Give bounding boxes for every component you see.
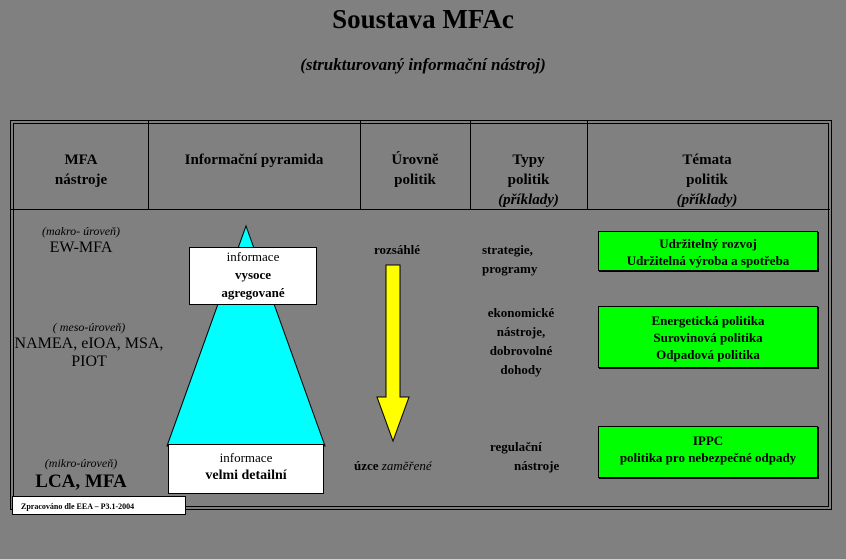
type-line: nástroje, xyxy=(496,324,546,339)
theme-box-1: Udržitelný rozvoj Udržitelná výroba a sp… xyxy=(598,231,818,271)
header-pyramid: Informační pyramida xyxy=(148,150,360,170)
policy-type-2: ekonomické nástroje, dobrovolné dohody xyxy=(476,303,566,379)
theme-line: Surovinová politika xyxy=(653,330,763,345)
slide-subtitle: (strukturovaný informační nástroj) xyxy=(300,55,546,74)
tool-names: NAMEA, eIOA, MSA, xyxy=(14,335,164,352)
level-narrow-word: zaměřené xyxy=(381,458,432,473)
policy-type-1: strategie, programy xyxy=(482,240,537,278)
theme-line: Energetická politika xyxy=(651,313,765,328)
theme-line: IPPC xyxy=(692,433,724,448)
box-line: informace xyxy=(226,249,280,264)
column-divider xyxy=(360,120,361,210)
policy-type-3: regulační nástroje xyxy=(490,437,559,475)
micro-level: (mikro-úroveň) LCA, MFA xyxy=(14,456,148,493)
type-line: dobrovolné xyxy=(489,343,553,358)
header-line: politik xyxy=(686,172,728,188)
theme-line: Udržitelná výroba a spotřeba xyxy=(626,253,790,268)
header-line: MFA xyxy=(64,152,98,168)
header-divider xyxy=(10,209,830,210)
theme-line: Odpadová politika xyxy=(656,347,760,362)
header-types: Typy politik (příklady) xyxy=(470,150,587,210)
slide-title: Soustava MFAc xyxy=(332,4,514,34)
theme-line: Udržitelný rozvoj xyxy=(659,236,757,251)
header-line: nástroje xyxy=(54,172,108,188)
arrow-down-icon xyxy=(376,264,410,443)
type-line: ekonomické xyxy=(487,305,555,320)
pyramid-bottom-box: informace velmi detailní xyxy=(168,444,324,494)
level-label: (makro- úroveň) xyxy=(41,224,121,238)
tool-names: EW-MFA xyxy=(49,239,113,256)
level-label: ( meso-úroveň) xyxy=(52,320,126,334)
header-themes: Témata politik (příklady) xyxy=(587,150,827,210)
header-levels: Úrovně politik xyxy=(360,150,470,190)
level-narrow: úzce zaměřené xyxy=(354,456,432,475)
type-line: programy xyxy=(482,261,538,276)
header-line: (příklady) xyxy=(676,192,738,208)
type-line: strategie, xyxy=(482,242,533,257)
macro-level: (makro- úroveň) EW-MFA xyxy=(14,224,148,257)
level-label: (mikro-úroveň) xyxy=(44,456,118,470)
box-line: velmi detailní xyxy=(205,468,287,483)
pyramid-top-box: informace vysoce agregované xyxy=(189,247,317,305)
header-line: Témata xyxy=(682,152,732,168)
tool-names: LCA, MFA xyxy=(35,471,127,492)
type-line: regulační xyxy=(490,439,542,454)
source-credit: Zpracováno dle EEA – P3.1-2004 xyxy=(12,496,186,515)
header-line: Informační pyramida xyxy=(184,152,324,168)
column-divider xyxy=(587,120,588,210)
header-mfa-tools: MFA nástroje xyxy=(14,150,148,190)
table-frame xyxy=(10,120,832,510)
type-line: dohody xyxy=(500,362,542,377)
type-line: nástroje xyxy=(514,458,560,473)
theme-box-2: Energetická politika Surovinová politika… xyxy=(598,306,818,368)
theme-line: politika pro nebezpečné odpady xyxy=(619,450,797,465)
column-divider xyxy=(470,120,471,210)
level-narrow-word: úzce xyxy=(354,458,379,473)
header-line: politik xyxy=(507,172,550,188)
tool-names: PIOT xyxy=(71,353,107,370)
theme-box-3: IPPC politika pro nebezpečné odpady xyxy=(598,426,818,478)
header-line: (příklady) xyxy=(498,192,559,208)
level-broad: rozsáhlé xyxy=(374,242,420,257)
header-line: politik xyxy=(394,172,436,188)
header-line: Úrovně xyxy=(391,152,439,168)
box-line: agregované xyxy=(221,285,285,300)
meso-level: ( meso-úroveň) NAMEA, eIOA, MSA, PIOT xyxy=(4,320,174,371)
box-line: informace xyxy=(219,450,273,465)
box-line: vysoce xyxy=(234,267,272,282)
header-line: Typy xyxy=(512,152,545,168)
column-divider xyxy=(148,120,149,210)
